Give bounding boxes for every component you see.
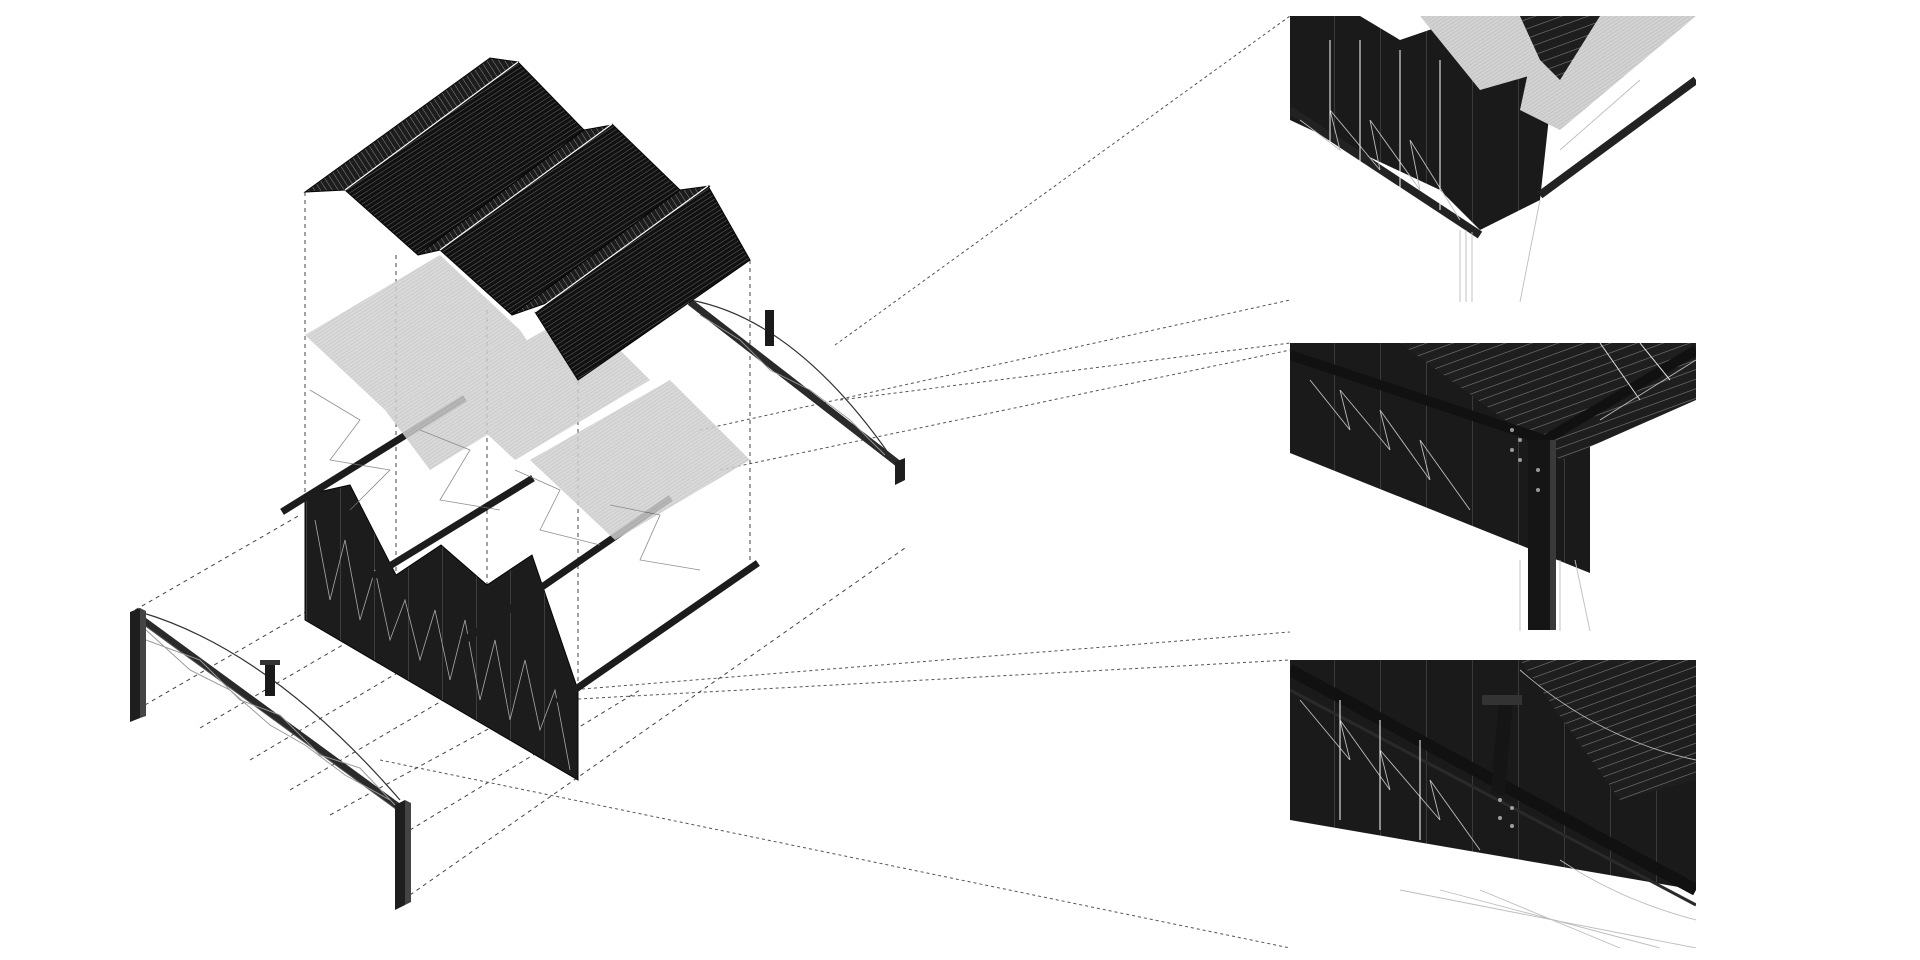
sawtooth-roof bbox=[303, 57, 751, 381]
steel-portal-frame bbox=[130, 608, 411, 910]
callout-leader-lines bbox=[379, 15, 1291, 949]
upper-portal-frame bbox=[687, 299, 905, 485]
translucent-roof-membrane bbox=[305, 255, 750, 571]
detail-truss-connection bbox=[1290, 660, 1696, 948]
detail-roof-eave bbox=[1290, 16, 1696, 302]
detail-corner-column bbox=[1290, 343, 1696, 631]
sawtooth-end-wall bbox=[304, 484, 579, 781]
